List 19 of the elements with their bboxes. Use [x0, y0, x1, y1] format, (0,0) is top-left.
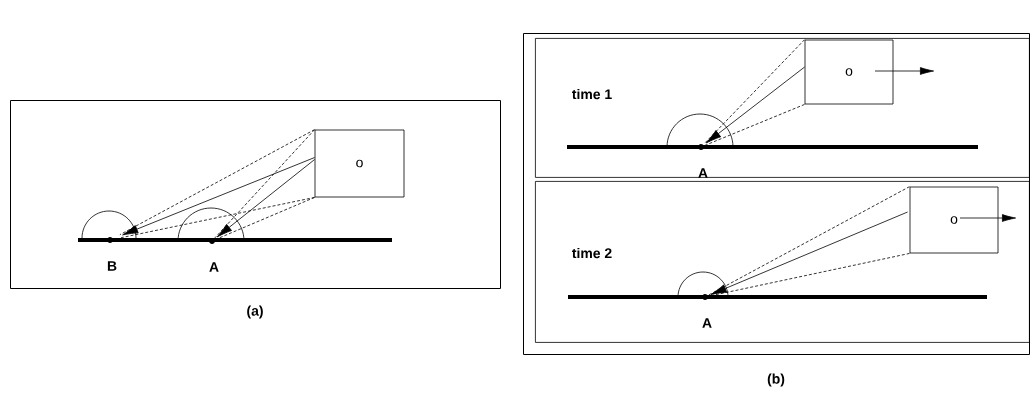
object-box: o: [314, 129, 405, 198]
arrow: [705, 66, 805, 144]
point-label: B: [107, 261, 117, 271]
dashed-line: [214, 129, 315, 239]
caption: (a): [247, 305, 263, 319]
dashed-line: [120, 197, 315, 239]
panel-frame: [523, 33, 1030, 355]
object-box: o: [804, 39, 894, 105]
panel-frame: [10, 100, 501, 289]
caption: (b): [767, 373, 785, 387]
dashed-line: [119, 129, 315, 236]
arrow: [710, 211, 908, 295]
point-label: A: [209, 262, 219, 272]
point-label: A: [702, 318, 712, 328]
arrow: [122, 157, 315, 236]
dashed-line: [704, 104, 805, 146]
object-box: o: [909, 186, 999, 254]
point-label: A: [698, 168, 708, 178]
arrow: [216, 159, 315, 238]
